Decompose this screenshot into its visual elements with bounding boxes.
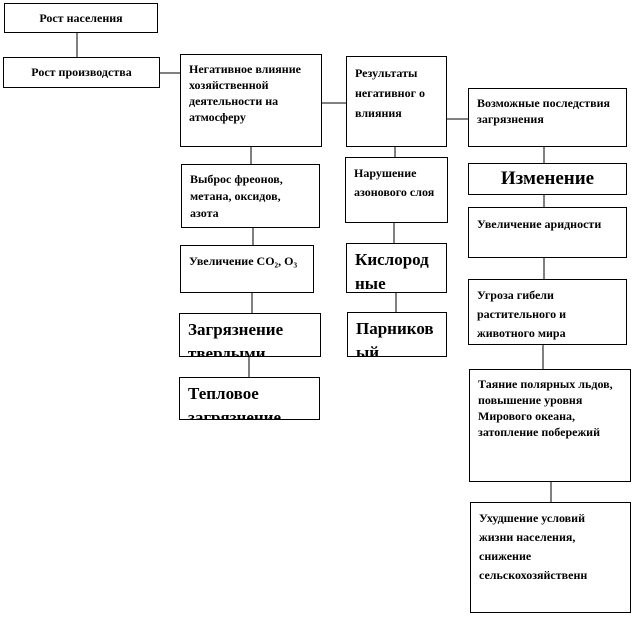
production-growth-box: Рост производства [3, 57, 160, 88]
box-label: Увеличение CO₂, O₃ [189, 254, 298, 268]
box-label: Кислород ные [355, 250, 429, 293]
emissions-box: Выброс фреонов, метана, оксидов, азота [181, 164, 320, 228]
box-label: Ухудшение условий жизни населения, сниже… [479, 511, 588, 582]
co2-increase-box: Увеличение CO₂, O₃ [180, 245, 314, 293]
box-label: Нарушение азонового слоя [354, 166, 435, 199]
box-label: Тепловое загрязнение [188, 384, 282, 420]
oxygen-box: Кислород ные [346, 243, 447, 293]
box-label: Рост населения [39, 11, 123, 25]
box-label: Угроза гибели растительного и животного … [477, 288, 567, 340]
box-label: Негативное влияние хозяйственной деятель… [189, 62, 301, 124]
change-box: Изменение [468, 163, 627, 195]
box-label: Таяние полярных льдов, повышение уровня … [478, 377, 613, 439]
aridity-box: Увеличение аридности [468, 207, 627, 258]
box-label: Возможные последствия загрязнения [477, 96, 611, 126]
box-label: Рост производства [31, 65, 132, 79]
negative-impact-box: Негативное влияние хозяйственной деятель… [180, 54, 322, 147]
population-growth-box: Рост населения [4, 3, 158, 33]
box-label: Результаты негативног о влияния [355, 66, 426, 120]
threat-box: Угроза гибели растительного и животного … [468, 279, 627, 345]
possible-consequences-box: Возможные последствия загрязнения [468, 88, 627, 147]
greenhouse-box: Парников ый [347, 312, 447, 357]
box-label: Увеличение аридности [477, 217, 602, 231]
ozone-depletion-box: Нарушение азонового слоя [345, 157, 448, 223]
box-label: Изменение [500, 168, 595, 189]
living-conditions-box: Ухудшение условий жизни населения, сниже… [470, 502, 631, 613]
impact-results-box: Результаты негативног о влияния [346, 56, 447, 147]
box-label: Выброс фреонов, метана, оксидов, азота [190, 172, 283, 220]
box-label: Парников ый [356, 319, 434, 357]
ice-melting-box: Таяние полярных льдов, повышение уровня … [469, 369, 631, 482]
solid-pollution-box: Загрязнение твердыми [179, 313, 321, 357]
box-label: Загрязнение твердыми [188, 320, 284, 357]
thermal-pollution-box: Тепловое загрязнение [179, 377, 320, 420]
